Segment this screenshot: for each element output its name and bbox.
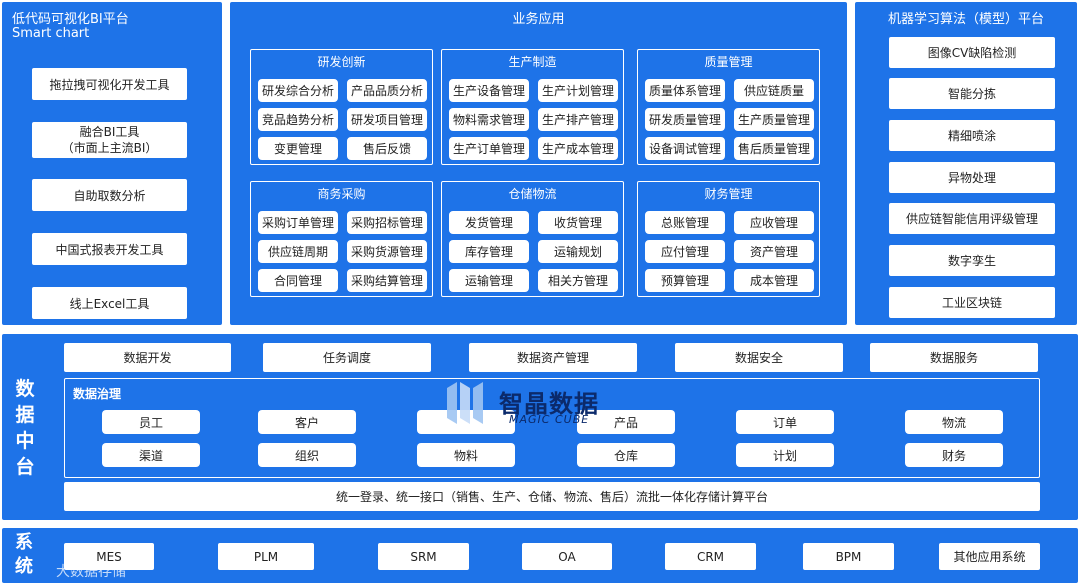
business-title: 业务应用 (512, 12, 565, 27)
category-quality: 质量管理质量体系管理供应链质量研发质量管理生产质量管理设备调试管理售后质量管理 (637, 49, 820, 165)
ml-item-spraying[interactable]: 精细喷涂 (889, 120, 1055, 151)
governance-item[interactable]: 计划 (736, 443, 834, 467)
governance-item[interactable]: 物料 (417, 443, 515, 467)
category-item[interactable]: 供应链质量 (733, 78, 815, 103)
category-item[interactable]: 研发综合分析 (257, 78, 339, 103)
system-plm[interactable]: PLM (218, 543, 314, 570)
category-item[interactable]: 应收管理 (733, 210, 815, 235)
category-item[interactable]: 应付管理 (644, 239, 726, 264)
ml-item-blockchain[interactable]: 工业区块链 (889, 287, 1055, 318)
category-item[interactable]: 生产设备管理 (448, 78, 530, 103)
category-item[interactable]: 采购招标管理 (346, 210, 428, 235)
systems-label: 系 统 (15, 532, 33, 577)
governance-item[interactable]: 客户 (258, 410, 356, 434)
category-item[interactable]: 资产管理 (733, 239, 815, 264)
governance-item[interactable]: 物流 (905, 410, 1003, 434)
cube-logo-icon (447, 382, 483, 424)
ml-title: 机器学习算法（模型）平台 (887, 12, 1044, 27)
governance-item[interactable]: 组织 (258, 443, 356, 467)
category-item[interactable]: 采购结算管理 (346, 268, 428, 293)
left-panel-title: 低代码可视化BI平台 (12, 12, 129, 27)
governance-item[interactable]: 渠道 (102, 443, 200, 467)
magic-cube-logo: 智晶数据 MAGIC CUBE (443, 380, 623, 430)
category-title: 生产制造 (508, 54, 557, 69)
category-item[interactable]: 发货管理 (448, 210, 530, 235)
category-item[interactable]: 生产成本管理 (537, 136, 619, 161)
footer-watermark: 大数据存储 (56, 564, 126, 580)
category-item[interactable]: 生产排产管理 (537, 107, 619, 132)
system-crm[interactable]: CRM (665, 543, 756, 570)
ml-item-cv[interactable]: 图像CV缺陷检测 (889, 37, 1055, 68)
category-item[interactable]: 成本管理 (733, 268, 815, 293)
governance-item[interactable]: 财务 (905, 443, 1003, 467)
category-item[interactable]: 生产计划管理 (537, 78, 619, 103)
data-platform-label: 数 据 中 台 (15, 378, 35, 478)
unified-platform-bar: 统一登录、统一接口（销售、生产、仓储、物流、售后）流批一体化存储计算平台 (64, 482, 1040, 511)
dp-data-service[interactable]: 数据服务 (870, 343, 1038, 372)
category-item[interactable]: 产品品质分析 (346, 78, 428, 103)
governance-title: 数据治理 (73, 387, 122, 401)
category-item[interactable]: 研发项目管理 (346, 107, 428, 132)
governance-item[interactable]: 订单 (736, 410, 834, 434)
category-item[interactable]: 相关方管理 (537, 268, 619, 293)
system-bpm[interactable]: BPM (803, 543, 894, 570)
category-item[interactable]: 竞品趋势分析 (257, 107, 339, 132)
category-item[interactable]: 生产质量管理 (733, 107, 815, 132)
dp-data-security[interactable]: 数据安全 (675, 343, 843, 372)
ml-item-credit-rating[interactable]: 供应链智能信用评级管理 (889, 203, 1055, 234)
category-item[interactable]: 采购货源管理 (346, 239, 428, 264)
category-item[interactable]: 售后质量管理 (733, 136, 815, 161)
category-procurement: 商务采购采购订单管理采购招标管理供应链周期采购货源管理合同管理采购结算管理 (250, 181, 433, 297)
left-panel: 低代码可视化BI平台 Smart chart 拖拉拽可视化开发工具 融合BI工具… (2, 2, 222, 325)
ml-item-digital-twin[interactable]: 数字孪生 (889, 245, 1055, 276)
category-item[interactable]: 变更管理 (257, 136, 339, 161)
category-title: 仓储物流 (508, 186, 557, 201)
tool-chinese-report[interactable]: 中国式报表开发工具 (32, 233, 187, 265)
category-rd-innovation: 研发创新研发综合分析产品品质分析竞品趋势分析研发项目管理变更管理售后反馈 (250, 49, 433, 165)
ml-item-sorting[interactable]: 智能分拣 (889, 78, 1055, 109)
dp-data-development[interactable]: 数据开发 (64, 343, 231, 372)
system-srm[interactable]: SRM (378, 543, 469, 570)
system-mes[interactable]: MES (64, 543, 154, 570)
category-item[interactable]: 运输管理 (448, 268, 530, 293)
tool-online-excel[interactable]: 线上Excel工具 (32, 287, 187, 319)
logo-subtext: MAGIC CUBE (509, 413, 590, 426)
category-item[interactable]: 物料需求管理 (448, 107, 530, 132)
logo-text: 智晶数据 (499, 390, 599, 418)
category-warehouse-logistics: 仓储物流发货管理收货管理库存管理运输规划运输管理相关方管理 (441, 181, 624, 297)
category-title: 质量管理 (704, 54, 753, 69)
category-item[interactable]: 运输规划 (537, 239, 619, 264)
category-item[interactable]: 总账管理 (644, 210, 726, 235)
category-item[interactable]: 预算管理 (644, 268, 726, 293)
governance-box: 数据治理 (64, 378, 1040, 478)
category-item[interactable]: 研发质量管理 (644, 107, 726, 132)
ml-item-foreign-matter[interactable]: 异物处理 (889, 162, 1055, 193)
left-panel-subtitle: Smart chart (12, 26, 90, 41)
category-item[interactable]: 采购订单管理 (257, 210, 339, 235)
category-item[interactable]: 供应链周期 (257, 239, 339, 264)
category-production: 生产制造生产设备管理生产计划管理物料需求管理生产排产管理生产订单管理生产成本管理 (441, 49, 624, 165)
category-item[interactable]: 生产订单管理 (448, 136, 530, 161)
category-title: 商务采购 (317, 186, 366, 201)
category-item[interactable]: 收货管理 (537, 210, 619, 235)
category-title: 研发创新 (317, 54, 366, 69)
dp-data-asset[interactable]: 数据资产管理 (469, 343, 637, 372)
category-item[interactable]: 售后反馈 (346, 136, 428, 161)
category-title: 财务管理 (704, 186, 753, 201)
dp-task-scheduling[interactable]: 任务调度 (263, 343, 431, 372)
tool-bi-fusion[interactable]: 融合BI工具 （市面上主流BI） (32, 122, 187, 158)
tool-self-service[interactable]: 自助取数分析 (32, 179, 187, 211)
system-oa[interactable]: OA (522, 543, 612, 570)
governance-item[interactable]: 仓库 (577, 443, 675, 467)
category-item[interactable]: 合同管理 (257, 268, 339, 293)
category-item[interactable]: 质量体系管理 (644, 78, 726, 103)
category-item[interactable]: 设备调试管理 (644, 136, 726, 161)
system-other[interactable]: 其他应用系统 (939, 543, 1040, 570)
category-finance: 财务管理总账管理应收管理应付管理资产管理预算管理成本管理 (637, 181, 820, 297)
category-item[interactable]: 库存管理 (448, 239, 530, 264)
governance-item[interactable]: 产品 (577, 410, 675, 434)
governance-item[interactable]: 员工 (102, 410, 200, 434)
tool-drag-drop[interactable]: 拖拉拽可视化开发工具 (32, 68, 187, 100)
